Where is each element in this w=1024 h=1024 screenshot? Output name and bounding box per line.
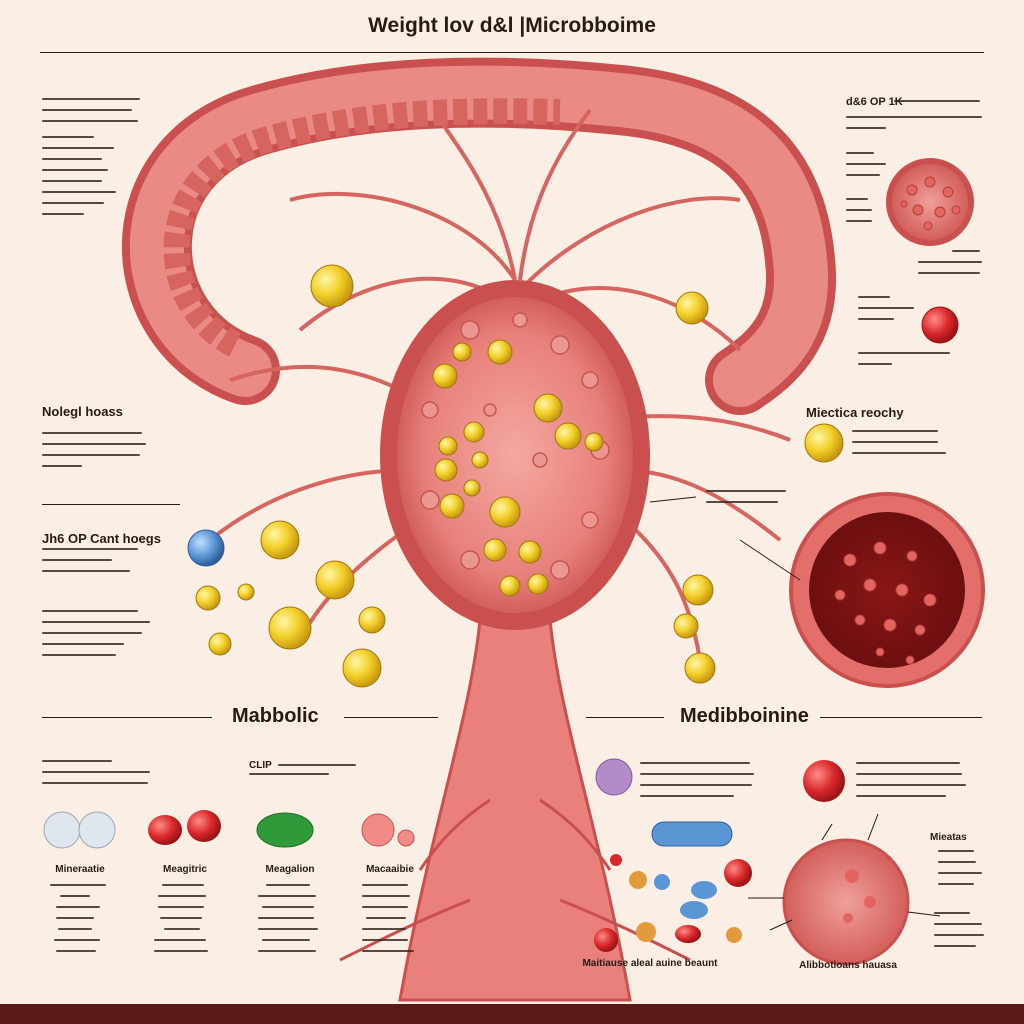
column-2-text [154,884,214,961]
section-right-rule-b [820,717,982,718]
caption-1: Mineraatie [55,864,105,875]
section-left-rule-b [344,717,438,718]
section-left-rule-a [42,717,212,718]
label-bottom-mid: CLIP [249,760,272,771]
footer-bar [0,1004,1024,1024]
right-text-block-8 [852,430,952,463]
fat-cell-icon [432,339,604,597]
caption-5: Maitiause aleal auine beaunt [582,958,718,969]
intestine-tube [122,57,837,415]
green-capsule-icon [256,812,314,848]
caption-2: Meagitric [163,864,207,875]
label-left-mid: Nolegl hoass [42,404,123,419]
right-text-block-9 [706,490,790,512]
label-right-top: d&6 OP 1K [846,96,903,108]
red-cell-icon [921,306,959,344]
title-rule [40,52,984,53]
section-left-title: Mabbolic [232,705,319,727]
bottom-right-text-3 [938,850,988,894]
label-left-lower: Jh6 OP Cant hoegs [42,531,161,546]
page-title: Weight lov d&l |Microbboime [368,14,656,37]
bottom-right-text-1 [640,762,760,806]
bottom-left-text-1 [42,760,158,793]
bacteria-icon [594,758,910,966]
right-text-block-3 [846,152,896,185]
right-text-block-5 [918,250,984,283]
bottom-right-text-4 [934,912,988,956]
right-text-block-2 [846,116,986,138]
caption-7: Mieatas [930,832,967,843]
left-text-block-3 [42,432,152,476]
section-right-rule-a [586,717,664,718]
label-right-mid: Miectica reochy [806,405,904,420]
right-text-block-7 [858,352,954,374]
pill-samples [43,810,415,849]
caption-4: Macaaibie [366,864,414,875]
column-4-text [362,884,422,961]
column-1-text [50,884,110,961]
right-text-block-1 [894,100,994,111]
right-text-block-4 [846,198,896,231]
divider-left [42,504,180,505]
bottom-mid-text-1 [278,764,358,775]
column-3-text [258,884,328,961]
left-text-block-5 [42,610,152,665]
bottom-right-text-2 [856,762,966,806]
caption-3: Meagalion [265,864,315,875]
section-right-title: Medibboinine [680,705,809,727]
left-text-block-4 [42,548,152,581]
left-text-block-1 [42,98,142,131]
bottom-mid-text-2 [249,773,333,784]
left-text-block-2 [42,136,132,224]
caption-6: Alibbotioans hauasa [799,960,897,971]
right-text-block-6 [858,296,918,329]
